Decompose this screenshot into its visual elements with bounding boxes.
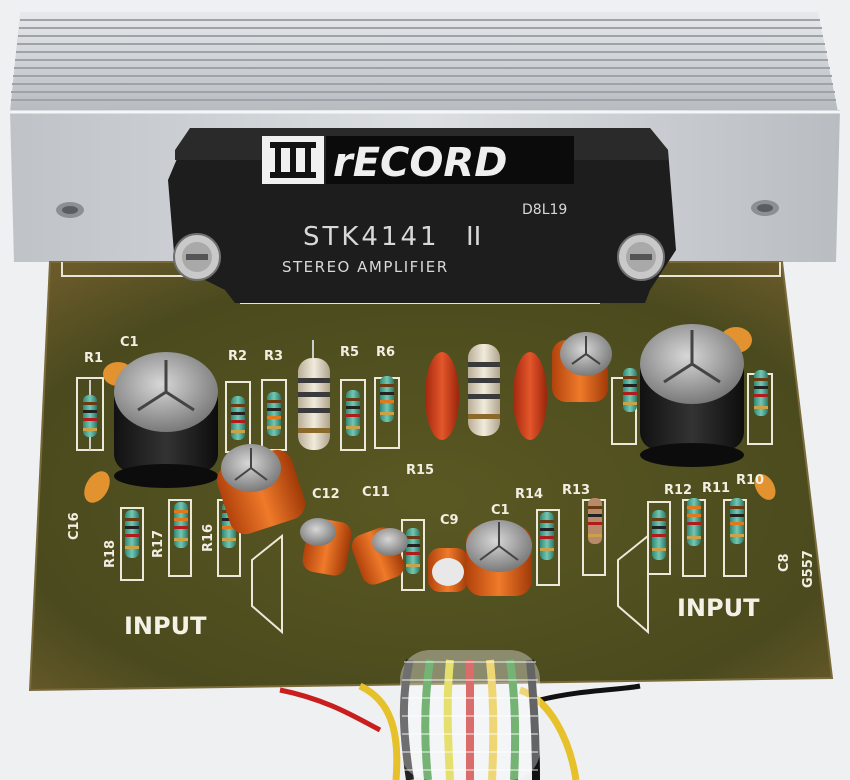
- label-c16: C16: [67, 512, 82, 540]
- label-c1: C1: [120, 335, 139, 350]
- resistor-r17: [174, 502, 188, 548]
- electrolytic-capacitor-c11: [351, 527, 408, 585]
- power-resistor-left: [298, 340, 330, 450]
- film-capacitor-right: [513, 352, 547, 440]
- label-r6: R6: [376, 345, 395, 360]
- ceramic-capacitor-c16: [84, 471, 110, 503]
- chip-model-suffix: II: [466, 222, 481, 252]
- resistor-r18: [125, 510, 139, 558]
- resistor-r3: [267, 392, 281, 436]
- resistor-r6: [380, 376, 394, 422]
- label-r17: R17: [151, 530, 166, 558]
- resistor-right-top-1: [623, 368, 637, 412]
- film-capacitor-left: [425, 352, 459, 440]
- label-r11: R11: [702, 481, 730, 496]
- screw-left: [173, 233, 221, 281]
- label-r10: R10: [736, 473, 764, 488]
- electrolytic-capacitor-right-large: [640, 324, 744, 467]
- label-r18: R18: [103, 540, 118, 568]
- resistor-r1: [83, 380, 97, 450]
- resistor-r12: [652, 510, 666, 560]
- power-resistor-right: [468, 344, 500, 436]
- input-label-left: INPUT: [124, 612, 207, 640]
- label-r3: R3: [264, 349, 283, 364]
- resistor-r2: [231, 396, 245, 440]
- label-r16: R16: [201, 524, 216, 552]
- wire-bundle: [279, 650, 641, 780]
- screw-right: [617, 233, 665, 281]
- resistor-r11: [687, 498, 701, 546]
- electrolytic-capacitor-c12: [300, 518, 352, 576]
- amplifier-ic: rECORD D8L19 STK4141 II STEREO AMPLIFIER: [168, 128, 676, 303]
- label-r15: R15: [406, 463, 434, 478]
- label-c11: C11: [362, 485, 390, 500]
- label-r14: R14: [515, 487, 543, 502]
- label-c8: C8: [777, 553, 792, 572]
- label-c9: C9: [440, 513, 459, 528]
- resistor-right-top-2: [754, 370, 768, 416]
- resistor-r13: [588, 498, 602, 544]
- electrolytic-capacitor-left-large: [114, 352, 218, 488]
- electrolytic-capacitor-orange-left: [216, 444, 306, 535]
- silkscreen-labels: R1 C1 R2 R3 R5 R6 C16 R18 R17 R16 C12 C1…: [67, 335, 816, 640]
- resistor-r5: [346, 390, 360, 436]
- label-c12: C12: [312, 487, 340, 502]
- resistor-r14: [540, 512, 554, 560]
- label-c1b: C1: [491, 503, 510, 518]
- chip-model: STK4141: [303, 222, 440, 252]
- label-r12: R12: [664, 483, 692, 498]
- electrolytic-capacitor-orange-top: [552, 332, 612, 402]
- input-label-right: INPUT: [677, 594, 760, 622]
- chip-subtitle: STEREO AMPLIFIER: [282, 258, 449, 276]
- chip-code: D8L19: [522, 202, 567, 218]
- label-r13: R13: [562, 483, 590, 498]
- board-code: G557: [801, 550, 816, 588]
- resistors: [83, 368, 768, 574]
- resistor-r15: [406, 528, 420, 574]
- label-r1: R1: [84, 351, 103, 366]
- chip-brand: rECORD: [333, 140, 507, 186]
- resistor-r10: [730, 498, 744, 544]
- label-r2: R2: [228, 349, 247, 364]
- label-r5: R5: [340, 345, 359, 360]
- ceramic-capacitor-c8: [754, 474, 776, 500]
- electrolytic-capacitor-c9: [428, 548, 468, 592]
- electrolytic-capacitor-c1b: [466, 520, 532, 596]
- brand-box: [326, 136, 574, 184]
